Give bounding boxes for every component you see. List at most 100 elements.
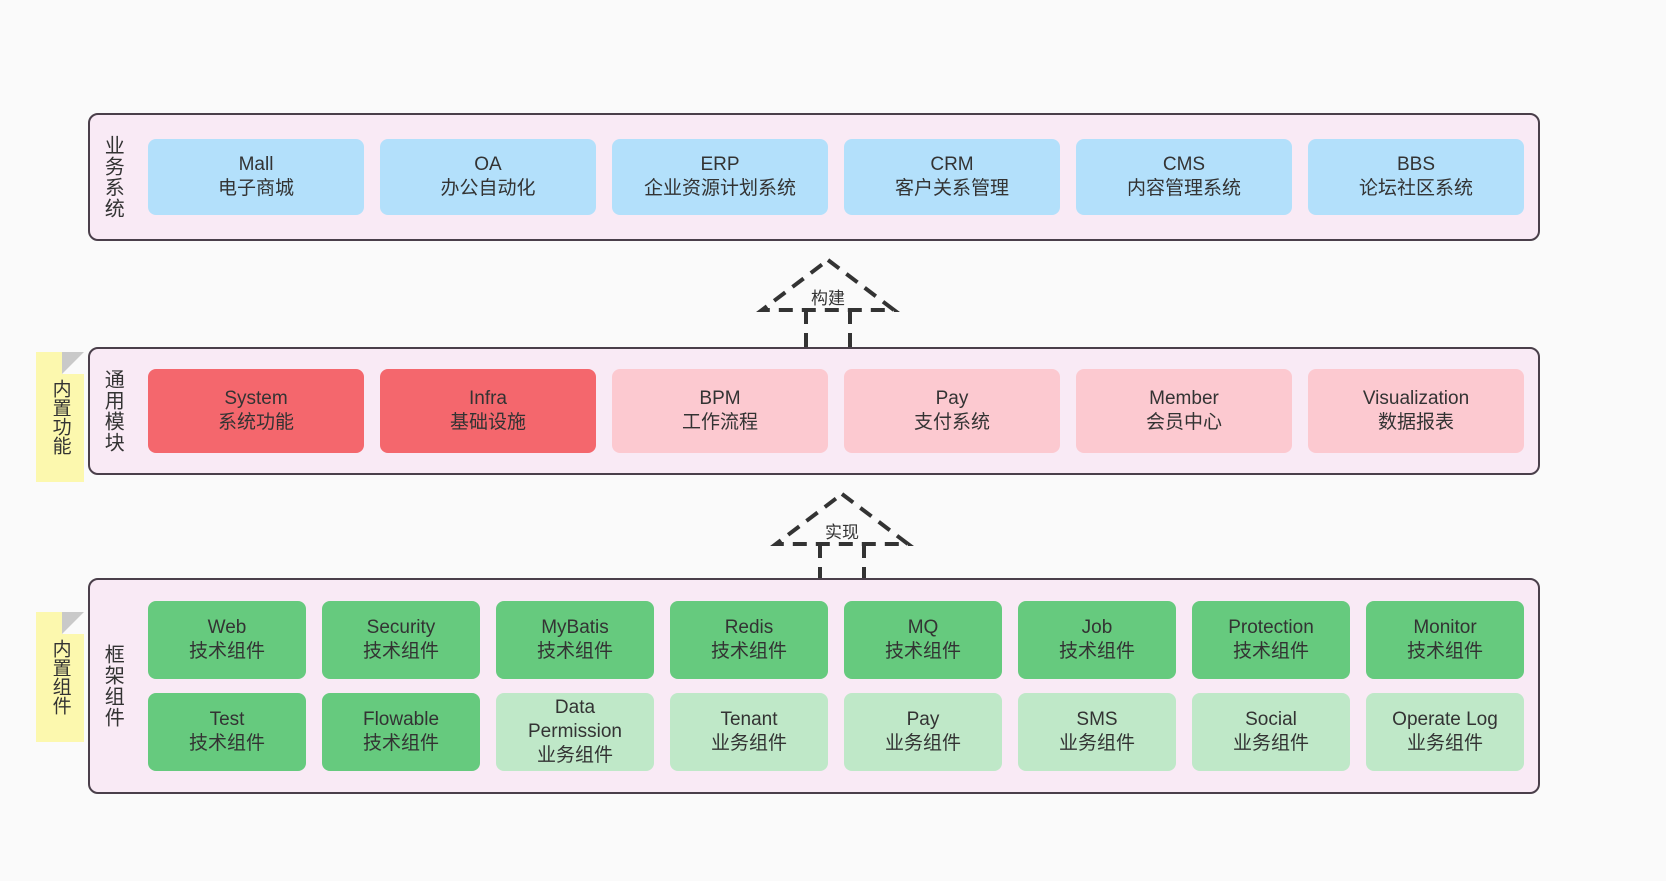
- business-system-row: Mall 电子商城 OA 办公自动化 ERP 企业资源计划系统 CRM 客户关系…: [148, 139, 1524, 215]
- component-box-job[interactable]: Job 技术组件: [1018, 601, 1176, 679]
- sticky-note-builtin-components: 内置组件: [36, 612, 84, 742]
- layer-general-modules-body: System 系统功能 Infra 基础设施 BPM 工作流程 Pay 支付系统…: [134, 349, 1538, 473]
- component-title: SMS: [1076, 708, 1118, 730]
- component-subtitle: 技术组件: [188, 641, 265, 662]
- component-box-flowable[interactable]: Flowable 技术组件: [322, 693, 480, 771]
- component-subtitle: 业务组件: [710, 733, 787, 754]
- module-title: Infra: [468, 387, 508, 409]
- component-title: Job: [1081, 616, 1113, 638]
- component-box-pay[interactable]: Pay 业务组件: [844, 693, 1002, 771]
- module-subtitle: 内容管理系统: [1126, 178, 1241, 199]
- sticky-note-label: 内置功能: [49, 379, 71, 455]
- module-subtitle: 系统功能: [217, 412, 294, 433]
- component-subtitle: 技术组件: [188, 733, 265, 754]
- component-box-tenant[interactable]: Tenant 业务组件: [670, 693, 828, 771]
- general-modules-row: System 系统功能 Infra 基础设施 BPM 工作流程 Pay 支付系统…: [148, 369, 1524, 453]
- module-title: BBS: [1396, 153, 1436, 175]
- module-subtitle: 企业资源计划系统: [643, 178, 796, 199]
- component-box-operate-log[interactable]: Operate Log 业务组件: [1366, 693, 1524, 771]
- module-subtitle: 论坛社区系统: [1358, 178, 1473, 199]
- layer-business-system-label: 业务系统: [101, 135, 124, 219]
- component-title: Security: [366, 616, 436, 638]
- module-subtitle: 办公自动化: [440, 178, 536, 199]
- module-title: Pay: [935, 387, 969, 409]
- layer-general-modules-label: 通用模块: [101, 369, 124, 453]
- module-subtitle: 基础设施: [449, 412, 526, 433]
- module-title: Mall: [238, 153, 274, 175]
- component-subtitle: 技术组件: [710, 641, 787, 662]
- component-subtitle: 业务组件: [884, 733, 961, 754]
- component-title: MQ: [907, 616, 939, 638]
- component-subtitle: 技术组件: [884, 641, 961, 662]
- module-box-pay[interactable]: Pay 支付系统: [844, 369, 1060, 453]
- component-box-mybatis[interactable]: MyBatis 技术组件: [496, 601, 654, 679]
- module-box-visualization[interactable]: Visualization 数据报表: [1308, 369, 1524, 453]
- module-subtitle: 数据报表: [1377, 412, 1454, 433]
- module-title: Visualization: [1362, 387, 1470, 409]
- component-title: Test: [209, 708, 245, 730]
- component-title: MyBatis: [541, 616, 609, 638]
- component-subtitle: 技术组件: [1232, 641, 1309, 662]
- layer-business-system-body: Mall 电子商城 OA 办公自动化 ERP 企业资源计划系统 CRM 客户关系…: [134, 115, 1538, 239]
- layer-framework-components-label: 框架组件: [101, 644, 124, 728]
- component-subtitle: 技术组件: [536, 641, 613, 662]
- module-box-crm[interactable]: CRM 客户关系管理: [844, 139, 1060, 215]
- module-box-erp[interactable]: ERP 企业资源计划系统: [612, 139, 828, 215]
- module-box-cms[interactable]: CMS 内容管理系统: [1076, 139, 1292, 215]
- component-title: Protection: [1228, 616, 1314, 638]
- component-box-data-permission[interactable]: Data Permission 业务组件: [496, 693, 654, 771]
- component-title: Operate Log: [1392, 708, 1498, 730]
- arrow-head-icon: [756, 257, 900, 312]
- component-subtitle: 技术组件: [362, 733, 439, 754]
- module-title: Member: [1149, 387, 1219, 409]
- component-box-test[interactable]: Test 技术组件: [148, 693, 306, 771]
- component-title: Pay: [906, 708, 940, 730]
- module-subtitle: 客户关系管理: [894, 178, 1009, 199]
- module-box-oa[interactable]: OA 办公自动化: [380, 139, 596, 215]
- component-box-redis[interactable]: Redis 技术组件: [670, 601, 828, 679]
- component-subtitle: 业务组件: [1058, 733, 1135, 754]
- arrow-head-icon: [770, 491, 914, 546]
- module-title: ERP: [700, 153, 740, 175]
- layer-business-system: 业务系统 Mall 电子商城 OA 办公自动化 ERP 企业资源计划系统 CRM: [88, 113, 1540, 241]
- module-box-mall[interactable]: Mall 电子商城: [148, 139, 364, 215]
- component-box-monitor[interactable]: Monitor 技术组件: [1366, 601, 1524, 679]
- module-box-bbs[interactable]: BBS 论坛社区系统: [1308, 139, 1524, 215]
- module-box-system[interactable]: System 系统功能: [148, 369, 364, 453]
- component-title: Monitor: [1413, 616, 1477, 638]
- component-box-social[interactable]: Social 业务组件: [1192, 693, 1350, 771]
- component-subtitle: 业务组件: [1406, 733, 1483, 754]
- layer-framework-components-body: Web 技术组件 Security 技术组件 MyBatis 技术组件 Redi…: [134, 580, 1538, 792]
- module-box-infra[interactable]: Infra 基础设施: [380, 369, 596, 453]
- connector-build: 构建: [748, 254, 908, 350]
- component-subtitle: 技术组件: [362, 641, 439, 662]
- module-title: CMS: [1162, 153, 1206, 175]
- module-title: OA: [474, 153, 502, 175]
- component-subtitle: 业务组件: [536, 745, 613, 767]
- framework-business-row: Test 技术组件 Flowable 技术组件 Data Permission …: [148, 693, 1524, 771]
- component-box-protection[interactable]: Protection 技术组件: [1192, 601, 1350, 679]
- component-title: Redis: [724, 616, 774, 638]
- component-title: Flowable: [362, 708, 440, 730]
- component-box-sms[interactable]: SMS 业务组件: [1018, 693, 1176, 771]
- connector-implement: 实现: [762, 488, 922, 584]
- sticky-note-builtin-functions: 内置功能: [36, 352, 84, 482]
- module-title: System: [224, 387, 288, 409]
- component-box-mq[interactable]: MQ 技术组件: [844, 601, 1002, 679]
- component-subtitle: 技术组件: [1406, 641, 1483, 662]
- framework-tech-row: Web 技术组件 Security 技术组件 MyBatis 技术组件 Redi…: [148, 601, 1524, 679]
- sticky-note-label: 内置组件: [49, 639, 71, 715]
- component-title: Social: [1245, 708, 1297, 730]
- module-box-member[interactable]: Member 会员中心: [1076, 369, 1292, 453]
- component-subtitle: 技术组件: [1058, 641, 1135, 662]
- component-box-web[interactable]: Web 技术组件: [148, 601, 306, 679]
- module-title: CRM: [930, 153, 974, 175]
- layer-framework-components: 框架组件 Web 技术组件 Security 技术组件 MyBatis 技术组件…: [88, 578, 1540, 794]
- component-box-security[interactable]: Security 技术组件: [322, 601, 480, 679]
- component-title: Data Permission: [528, 696, 622, 742]
- module-subtitle: 工作流程: [681, 412, 758, 433]
- module-box-bpm[interactable]: BPM 工作流程: [612, 369, 828, 453]
- module-subtitle: 会员中心: [1145, 412, 1222, 433]
- module-subtitle: 电子商城: [217, 178, 294, 199]
